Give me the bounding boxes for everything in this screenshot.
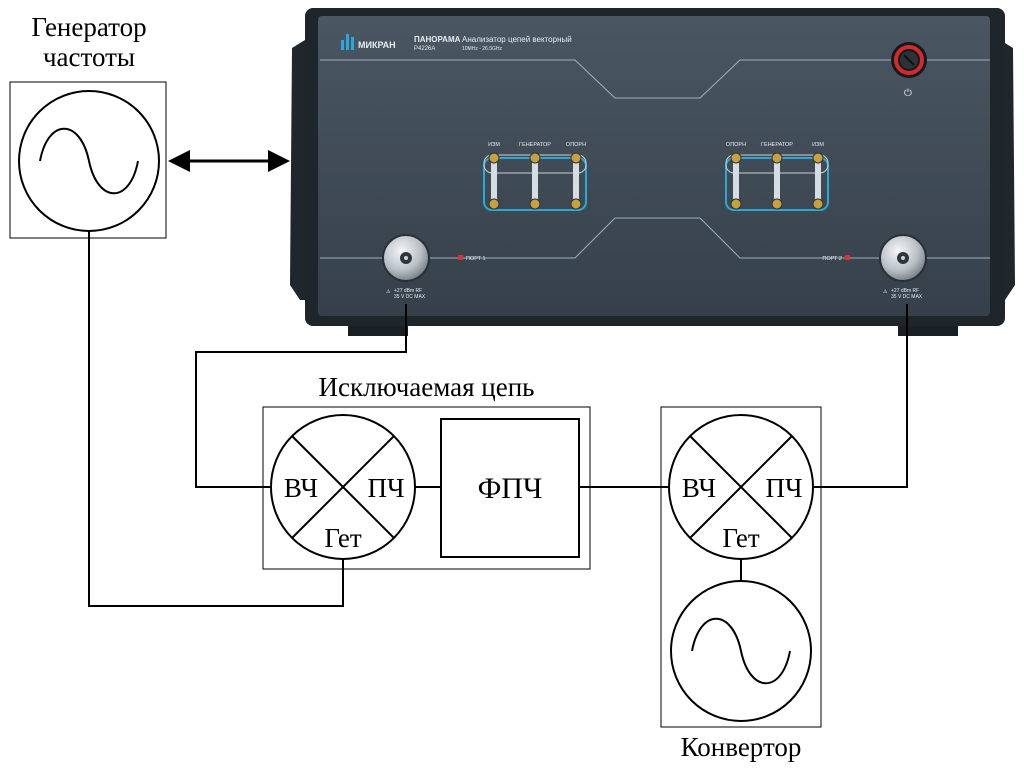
converter-oscillator	[670, 580, 812, 722]
generator-caption: Генератор частоты	[6, 12, 172, 72]
frequency-generator	[9, 81, 167, 239]
sine-wave-icon	[39, 128, 139, 194]
generator-caption-line1: Генератор	[31, 12, 147, 42]
sine-wave-icon	[691, 618, 791, 684]
mixer-2: ВЧ ПЧ Гет	[668, 414, 814, 560]
wires	[88, 231, 908, 607]
loop-label-right-meas: ИЗМ	[812, 142, 824, 148]
panel-deco-line-top	[320, 59, 990, 99]
loop-block-right: ОПОРН ГЕНЕРАТОР ИЗМ	[725, 142, 829, 211]
port-2-rating-line1: +27 dBm RF	[891, 288, 919, 294]
mixer-1-rf-label: ВЧ	[284, 473, 318, 503]
port-2-led	[845, 255, 850, 260]
frequency-range: 10MHz - 26.5GHz	[462, 46, 503, 52]
mixer-2-if-label: ПЧ	[765, 473, 802, 503]
analyzer-foot-left	[348, 326, 408, 336]
mixer-1-if-label: ПЧ	[367, 473, 404, 503]
loop-label-right-ref: ОПОРН	[726, 142, 746, 148]
port-1-led	[458, 255, 463, 260]
series-name: ПАНОРАМА	[414, 35, 461, 44]
port-1-rating-line1: +27 dBm RF	[394, 288, 422, 294]
converter-caption: Конвертор	[680, 732, 802, 762]
port-1-label: ПОРТ 1	[466, 256, 486, 262]
port-2-label: ПОРТ 2	[822, 256, 842, 262]
converter-box	[660, 406, 822, 728]
power-button[interactable]	[891, 42, 927, 78]
port-1-warning-icon: ⚠	[386, 289, 391, 295]
generator-caption-line2: частоты	[42, 42, 136, 72]
power-icon: ⏻	[904, 88, 912, 99]
port-1-rating-line2: 35 V DC MAX	[394, 294, 426, 300]
mixer-1-lo-label: Гет	[324, 523, 362, 553]
analyzer-foot-right	[898, 326, 958, 336]
port-1-connector[interactable]	[382, 234, 430, 282]
loop-label-left-meas: ИЗМ	[488, 142, 500, 148]
loop-block-left: ИЗМ ГЕНЕРАТОР ОПОРН	[483, 142, 587, 211]
port-2-rating-line2: 35 V DC MAX	[891, 294, 923, 300]
mixer-2-lo-label: Гет	[722, 523, 760, 553]
brand-logo	[341, 34, 354, 50]
if-filter: ФПЧ	[440, 418, 580, 558]
wire-port1-to-mixer1-rf	[195, 304, 407, 488]
brand-name: МИКРАН	[358, 40, 396, 50]
filter-label: ФПЧ	[478, 472, 543, 505]
port-2-warning-icon: ⚠	[883, 289, 888, 295]
mixer-2-rf-label: ВЧ	[682, 473, 716, 503]
bidirectional-arrow	[168, 150, 290, 172]
panel-deco-line-bottom	[320, 217, 990, 259]
loop-label-right-gen: ГЕНЕРАТОР	[761, 142, 793, 148]
network-analyzer: МИКРАН ПАНОРАМА P4226A Анализатор цепей …	[290, 8, 1015, 336]
wire-mixer2-if-to-port2	[813, 304, 908, 488]
analyzer-panel	[318, 16, 990, 316]
loop-label-left-ref: ОПОРН	[566, 142, 586, 148]
excluded-circuit-caption: Исключаемая цепь	[318, 372, 535, 402]
wire-generator-to-mixer1-lo	[88, 231, 344, 607]
product-name: Анализатор цепей векторный	[462, 35, 572, 44]
model-name: P4226A	[414, 46, 435, 52]
loop-label-left-gen: ГЕНЕРАТОР	[519, 142, 551, 148]
port-2-connector[interactable]	[879, 234, 927, 282]
mixer-1: ВЧ ПЧ Гет	[270, 414, 416, 560]
